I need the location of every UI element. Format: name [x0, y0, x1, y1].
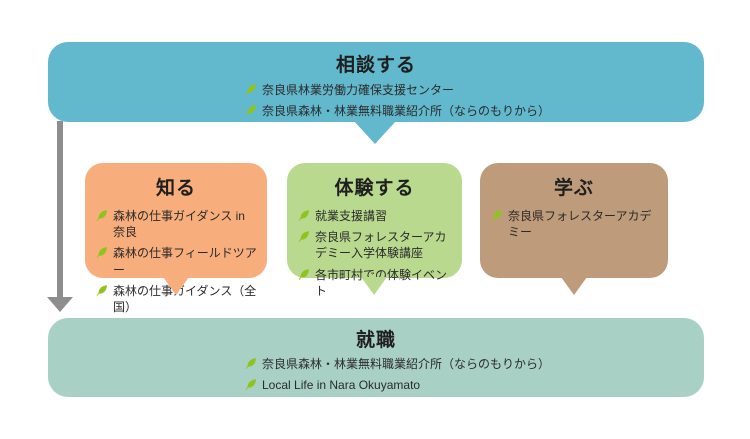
leaf-icon	[298, 209, 310, 221]
learn-title: 学ぶ	[553, 178, 594, 199]
list-item-label: 奈良県フォレスターアカデミー入学体験講座	[315, 230, 447, 261]
list-item-label: 森林の仕事フィールドツアー	[113, 246, 257, 277]
consult-title: 相談する	[335, 55, 416, 76]
experience-bubble: 体験する 就業支援講習 奈良県フォレスターアカデミー入学体験講座 各市町村での体…	[287, 163, 462, 298]
know-bubble-tail	[163, 277, 189, 295]
leaf-icon	[298, 268, 310, 280]
employment-item-list: 奈良県森林・林業無料職業紹介所（ならのもりから） Local Life in N…	[245, 356, 704, 393]
leaf-icon	[96, 284, 108, 296]
list-item-label: 奈良県フォレスターアカデミー	[508, 209, 652, 240]
consult-bubble-tail	[354, 121, 396, 144]
leaf-icon	[96, 209, 108, 221]
experience-item-list: 就業支援講習 奈良県フォレスターアカデミー入学体験講座 各市町村での体験イベント	[298, 208, 454, 299]
learn-item-list: 奈良県フォレスターアカデミー	[491, 208, 660, 240]
list-item: 森林の仕事フィールドツアー	[96, 245, 259, 277]
know-bubble: 知る 森林の仕事ガイダンス in 奈良 森林の仕事フィールドツアー 森林の仕事ガ…	[85, 163, 267, 314]
leaf-icon	[96, 246, 108, 259]
leaf-icon	[298, 230, 310, 243]
learn-bubble-tail	[561, 277, 587, 295]
list-item: 就業支援講習	[298, 208, 454, 224]
list-item-label: 就業支援講習	[315, 209, 388, 223]
experience-title: 体験する	[334, 178, 415, 199]
leaf-icon	[245, 83, 257, 95]
leaf-icon	[491, 209, 503, 221]
list-item: 奈良県フォレスターアカデミー	[491, 208, 660, 240]
list-item-label: 奈良県森林・林業無料職業紹介所（ならのもりから）	[262, 357, 551, 371]
consult-item-list: 奈良県林業労働力確保支援センター 奈良県森林・林業無料職業紹介所（ならのもりから…	[245, 82, 704, 119]
flow-arrow-head-icon	[47, 297, 73, 312]
list-item: 森林の仕事ガイダンス in 奈良	[96, 208, 259, 240]
list-item: 奈良県フォレスターアカデミー入学体験講座	[298, 229, 454, 261]
list-item: 各市町村での体験イベント	[298, 267, 454, 299]
list-item-label: 森林の仕事ガイダンス in 奈良	[113, 209, 245, 240]
leaf-icon	[245, 357, 257, 369]
list-item: Local Life in Nara Okuyamato	[245, 377, 704, 393]
employment-bubble: 就職 奈良県森林・林業無料職業紹介所（ならのもりから） Local Life i…	[48, 318, 704, 397]
know-title: 知る	[155, 178, 196, 199]
list-item-label: Local Life in Nara Okuyamato	[262, 378, 421, 393]
list-item-label: 各市町村での体験イベント	[315, 267, 448, 298]
list-item: 奈良県林業労働力確保支援センター	[245, 82, 704, 98]
leaf-icon	[245, 104, 257, 117]
consult-bubble: 相談する 奈良県林業労働力確保支援センター 奈良県森林・林業無料職業紹介所（なら…	[48, 42, 704, 122]
list-item: 奈良県森林・林業無料職業紹介所（ならのもりから）	[245, 103, 704, 119]
experience-bubble-tail	[361, 277, 387, 295]
list-item: 奈良県森林・林業無料職業紹介所（ならのもりから）	[245, 356, 704, 372]
flow-arrow-shaft	[57, 121, 63, 297]
know-item-list: 森林の仕事ガイダンス in 奈良 森林の仕事フィールドツアー 森林の仕事ガイダン…	[96, 208, 259, 315]
leaf-icon	[245, 378, 257, 391]
list-item-label: 奈良県森林・林業無料職業紹介所（ならのもりから）	[262, 104, 551, 119]
learn-bubble: 学ぶ 奈良県フォレスターアカデミー	[480, 163, 668, 278]
employment-title: 就職	[355, 330, 396, 351]
list-item-label: 奈良県林業労働力確保支援センター	[262, 83, 455, 97]
